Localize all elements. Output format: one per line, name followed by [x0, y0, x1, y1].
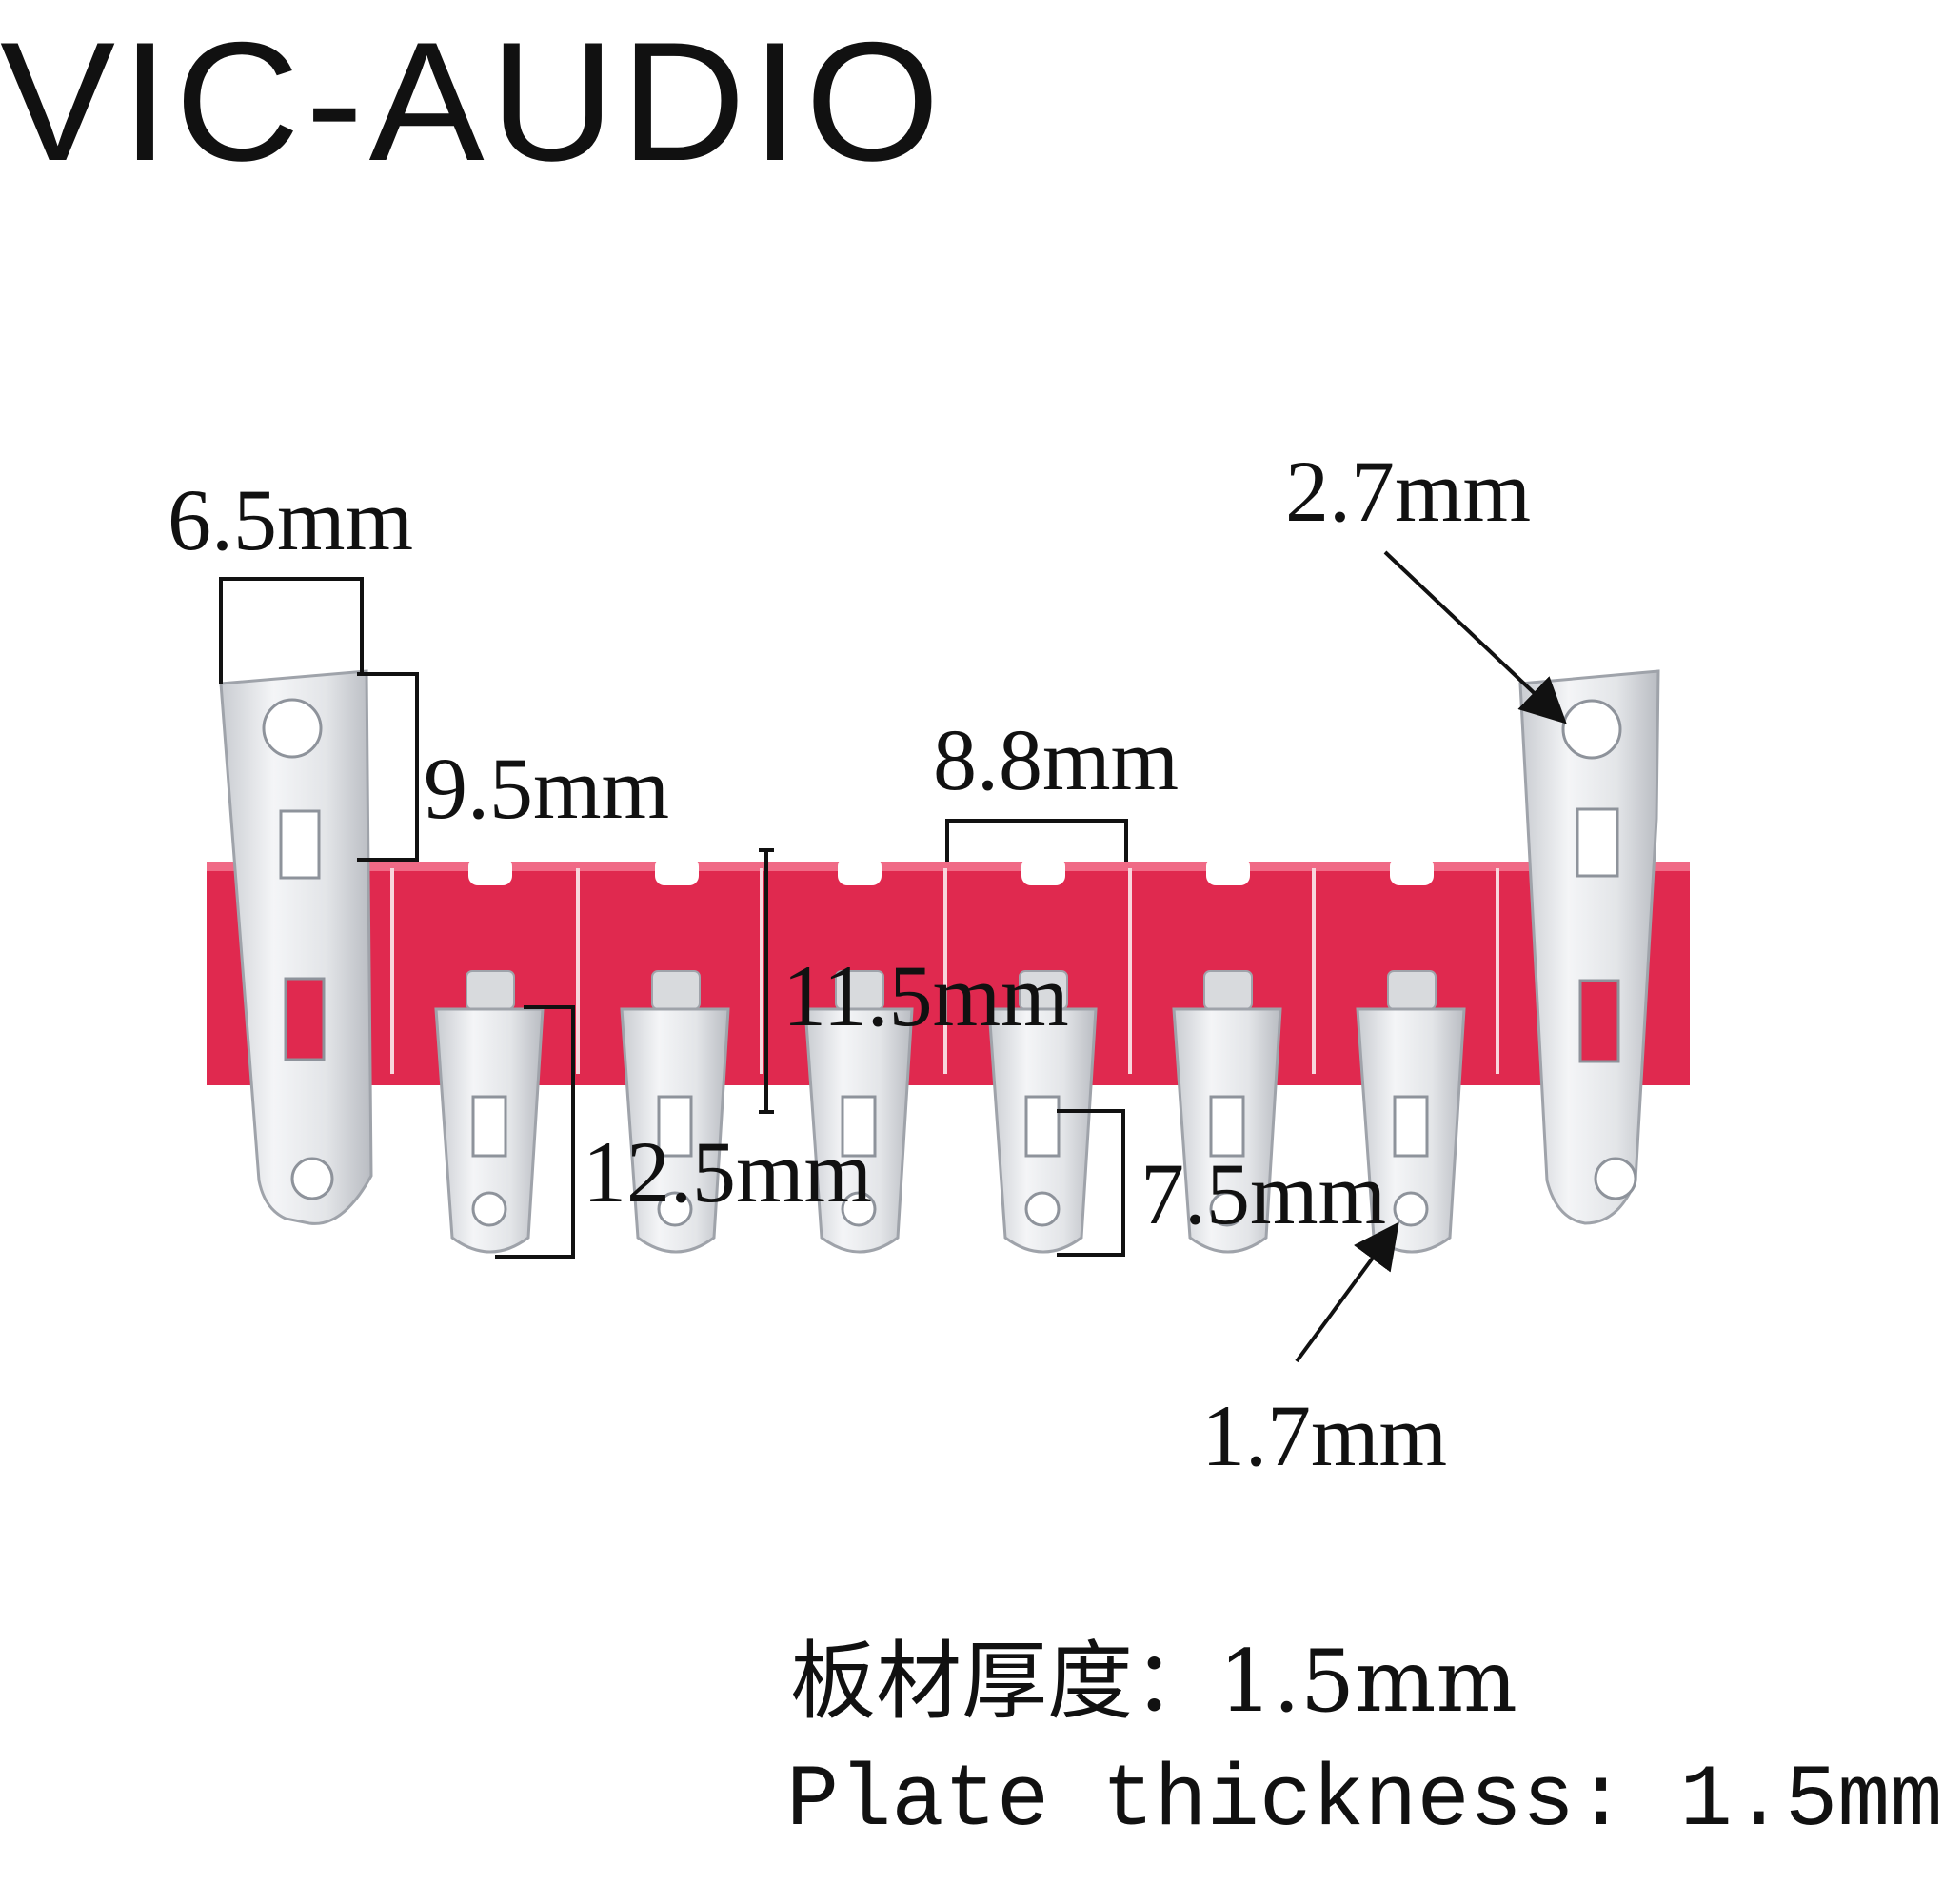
small-tab [987, 970, 1098, 1254]
leader-arrows [1295, 550, 1567, 1363]
small-tab [803, 970, 914, 1254]
dim-label-tab-overhang: 7.5mm [1140, 1145, 1387, 1242]
dim-line-hole-to-slot [357, 672, 419, 862]
dim-label-small-hole: 1.7mm [1201, 1387, 1448, 1484]
small-tab [1172, 970, 1282, 1254]
arrow-large-hole [1383, 550, 1567, 724]
small-tab [434, 970, 545, 1254]
right-mounting-tab [1518, 669, 1660, 1225]
dim-label-tab-width: 6.5mm [168, 471, 414, 568]
arrow-small-hole [1295, 1221, 1399, 1363]
thickness-note-cn: 板材厚度：1.5mm [790, 1632, 1517, 1732]
left-mounting-tab [219, 669, 373, 1225]
dim-label-strip-height: 11.5mm [783, 947, 1069, 1044]
diagram-stage: VIC-AUDIO [0, 7, 1943, 1845]
small-tab [1356, 970, 1466, 1254]
small-tabs [434, 970, 1466, 1254]
dim-line-pitch [945, 819, 1128, 862]
dim-line-tab-width [219, 577, 364, 684]
dim-line-tab-overhang [1057, 1109, 1125, 1257]
dim-label-hole-to-slot: 9.5mm [424, 740, 670, 837]
dim-label-small-tab-length: 12.5mm [583, 1123, 873, 1220]
dimension-lines [219, 577, 1128, 1259]
dim-line-small-tab-length [495, 1005, 575, 1259]
brand-logo: VIC-AUDIO [0, 7, 946, 196]
thickness-note-en: Plate thickness: 1.5mm [786, 1751, 1943, 1851]
dim-label-pitch: 8.8mm [933, 711, 1180, 808]
small-tab [620, 970, 730, 1254]
dim-label-large-hole: 2.7mm [1285, 443, 1532, 540]
terminal-strip-drawing [207, 550, 1690, 1363]
dim-line-strip-height [759, 848, 774, 1114]
